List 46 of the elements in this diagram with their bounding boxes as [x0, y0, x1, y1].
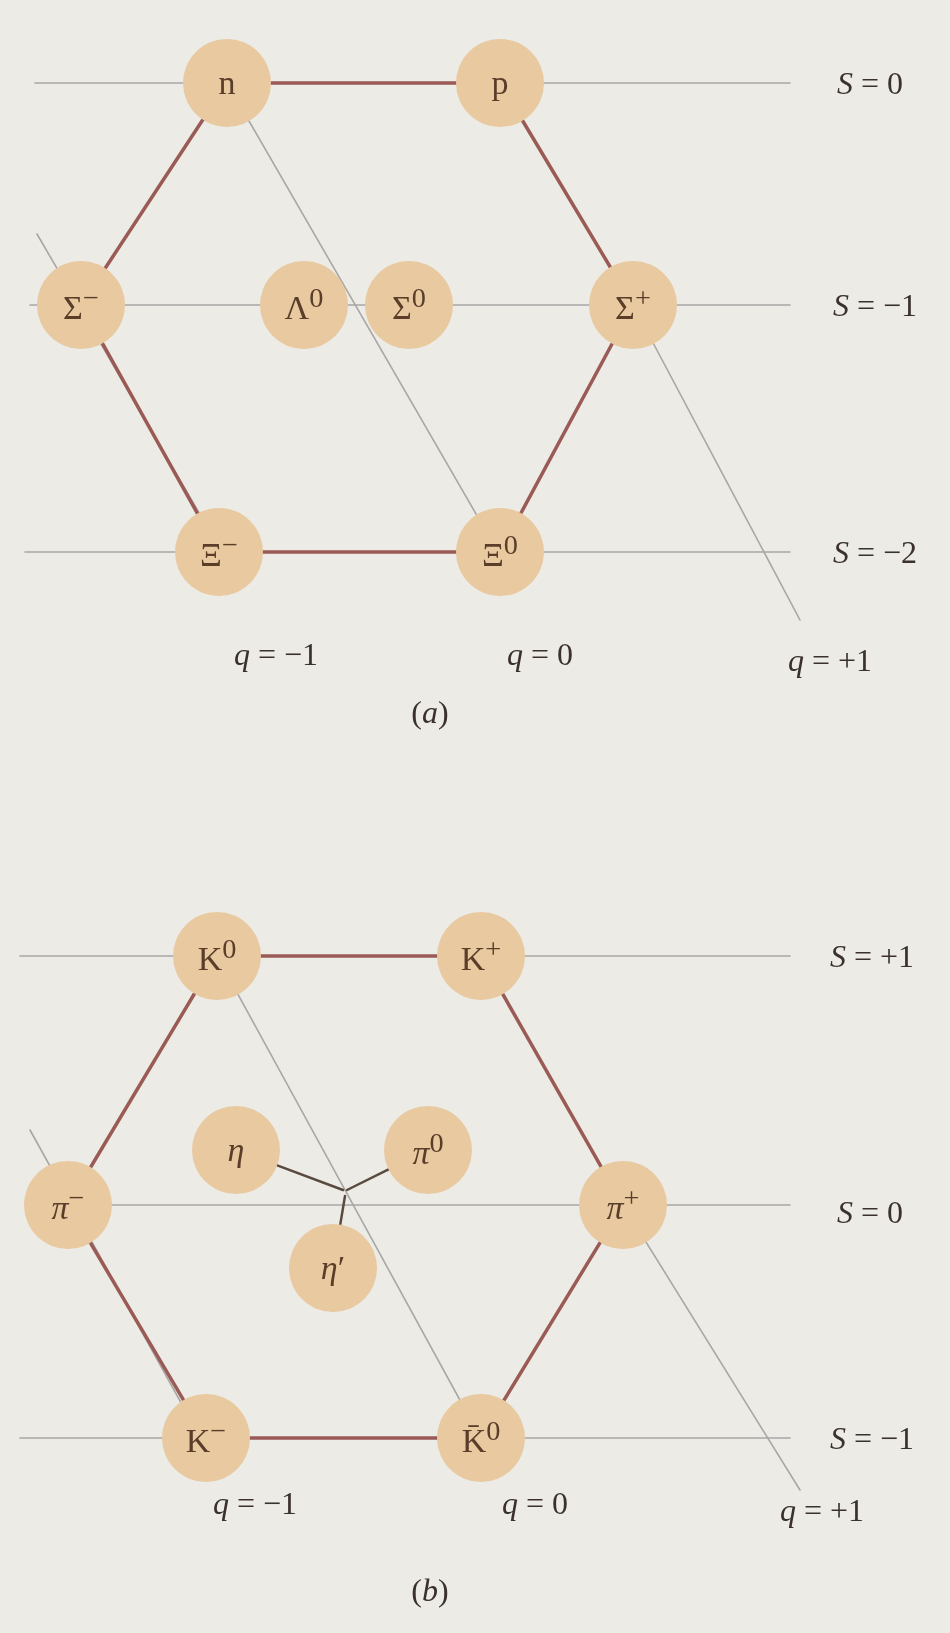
hexagon-edge	[88, 992, 197, 1169]
hexagon-edge	[501, 992, 603, 1169]
hexagon-edge	[502, 1240, 602, 1403]
panel-label: (b)	[411, 1571, 449, 1609]
quantum-number-label: q = +1	[779, 1491, 865, 1529]
quantum-number-label: S = −1	[829, 1419, 915, 1457]
quantum-number-label: S = 0	[837, 1193, 903, 1231]
quantum-number-label: S = −1	[832, 286, 918, 324]
particle-symbol: K$^{−}$	[185, 1415, 227, 1461]
leader-line	[275, 1164, 345, 1192]
particle-symbol: n	[218, 64, 236, 102]
hexagon-edge	[100, 341, 200, 516]
quantum-number-label: S = +1	[829, 937, 915, 975]
panel-label: (a)	[411, 693, 449, 731]
leader-line	[345, 1168, 390, 1192]
particle-symbol: η	[227, 1131, 245, 1169]
leader-line	[339, 1194, 347, 1226]
particle-symbol: η′	[320, 1249, 346, 1287]
quantum-number-label: q = 0	[502, 1484, 568, 1522]
hexagon-edge	[519, 342, 614, 515]
quantum-number-label: S = 0	[837, 64, 903, 102]
quantum-number-label: q = 0	[507, 635, 573, 673]
quantum-number-label: q = +1	[787, 641, 873, 679]
hexagon-edge	[103, 118, 205, 270]
particle-symbol: K$^{+}$	[460, 933, 502, 979]
particle-symbol: K$^{0}$	[197, 933, 237, 979]
particle-symbol: K̄$^{0}$	[461, 1415, 501, 1461]
particle-symbol: Ξ$^{0}$	[481, 529, 518, 575]
quantum-number-label: S = −2	[832, 533, 918, 571]
particle-symbol: π$^{+}$	[606, 1182, 640, 1228]
hexagon-edge	[259, 954, 439, 958]
hexagon-edge	[248, 1436, 439, 1440]
particle-symbol: π$^{−}$	[51, 1182, 85, 1228]
particle-symbol: Σ$^{−}$	[63, 282, 99, 328]
quantum-number-label: q = −1	[212, 1484, 298, 1522]
particle-symbol: π$^{0}$	[412, 1127, 444, 1173]
quantum-number-label: q = −1	[233, 635, 319, 673]
hexagon-edge	[88, 1241, 186, 1402]
particle-symbol: Ξ$^{−}$	[200, 529, 238, 575]
particle-symbol: Λ$^{0}$	[284, 282, 324, 328]
hexagon-edge	[520, 119, 613, 269]
particle-symbol: Σ$^{0}$	[392, 282, 426, 328]
particle-symbol: Σ$^{+}$	[615, 282, 651, 328]
particle-symbol: p	[491, 64, 509, 102]
hexagon-edge	[261, 550, 458, 554]
hexagon-edge	[269, 81, 458, 85]
